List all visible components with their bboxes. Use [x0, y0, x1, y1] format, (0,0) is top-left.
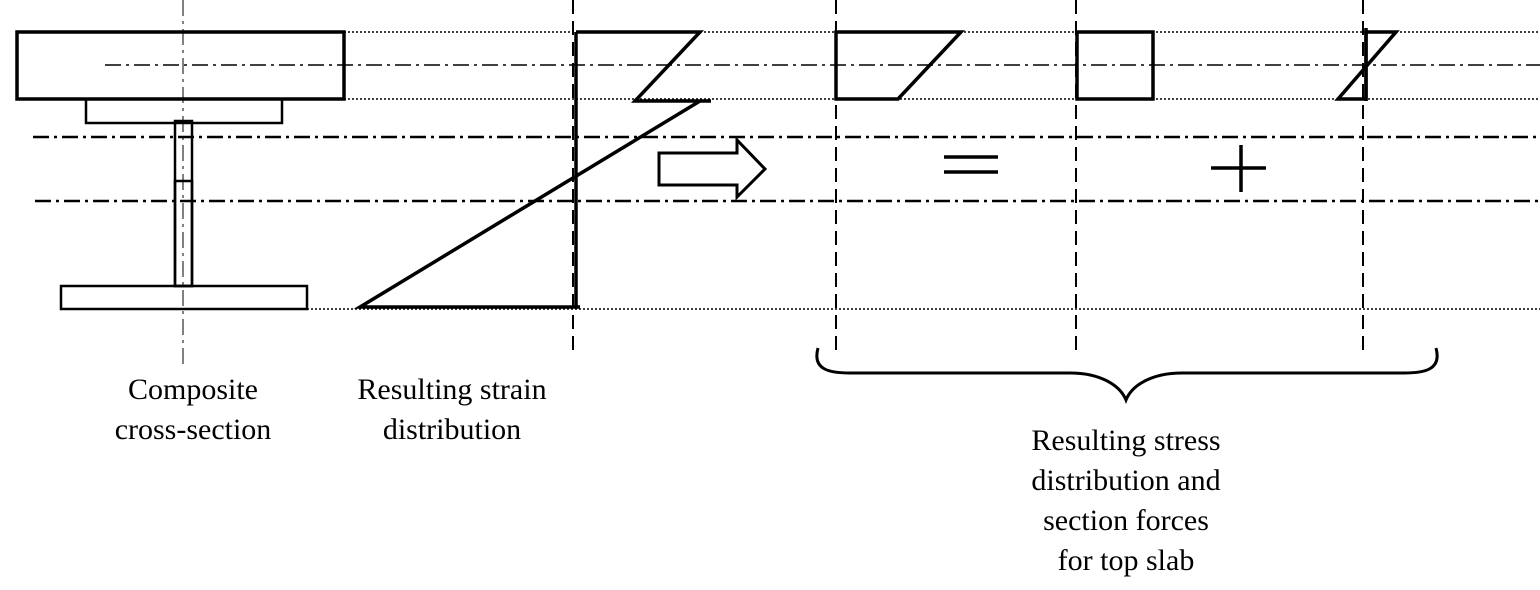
stress-caption: Resulting stress distribution and sectio… — [1031, 421, 1220, 581]
right-arrow-icon — [657, 136, 768, 201]
axial-stress-block — [1075, 30, 1155, 101]
caption-line: Resulting stress — [1031, 424, 1221, 457]
caption-line: distribution — [382, 413, 522, 446]
equals-sign-icon — [944, 155, 998, 174]
curly-brace — [815, 347, 1439, 405]
caption-line: section forces — [1043, 504, 1209, 537]
total-stress-trapezoid — [834, 30, 966, 101]
caption-line: for top slab — [1057, 544, 1195, 577]
caption-line: cross-section — [114, 413, 272, 446]
strain-distribution — [353, 30, 711, 309]
strain-slab-part — [576, 30, 711, 103]
dashed-verticals — [572, 0, 1364, 355]
caption-line: Composite — [127, 373, 258, 406]
strain-caption: Resulting strain distribution — [357, 370, 546, 450]
plus-sign-icon — [1211, 145, 1266, 192]
strain-steel-part — [353, 99, 701, 309]
caption-line: distribution and — [1031, 464, 1221, 497]
cross-section-caption: Composite cross-section — [115, 370, 272, 450]
bottom-flange — [59, 284, 309, 311]
caption-line: Resulting strain — [357, 373, 547, 406]
haunch — [84, 97, 284, 125]
